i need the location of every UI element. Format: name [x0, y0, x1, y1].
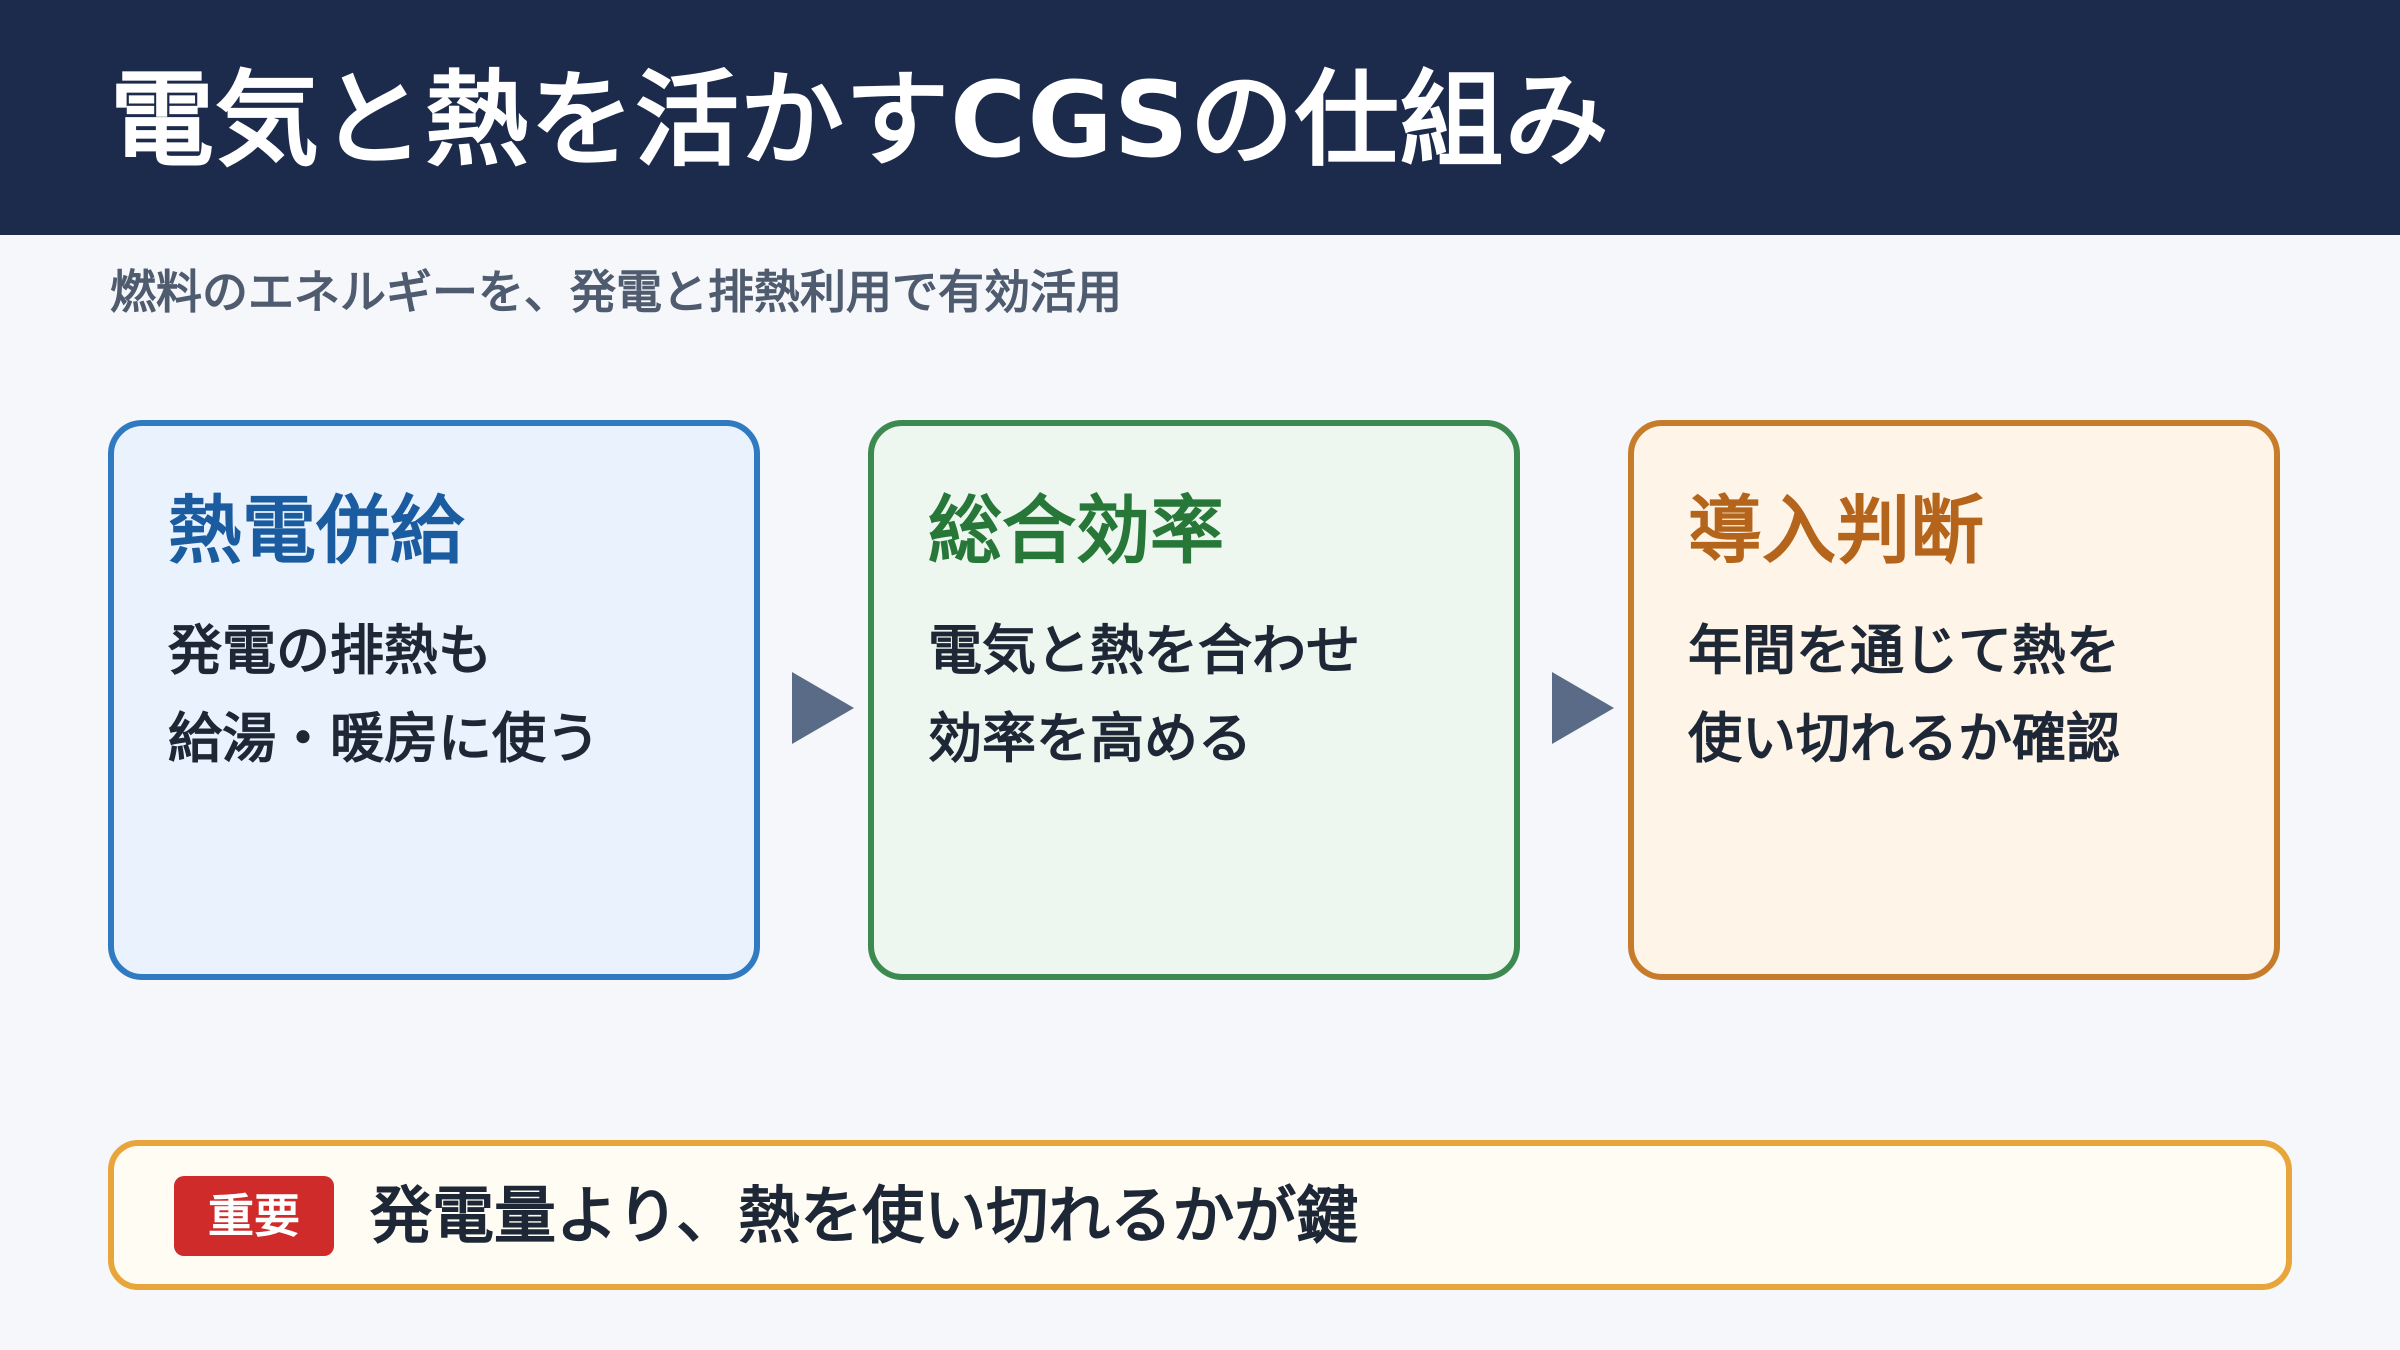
card-text-line: 電気と熱を合わせ: [928, 619, 1360, 682]
key-point-text: 発電量より、熱を使い切れるかが鍵: [370, 1179, 1359, 1252]
card-text-line: 給湯・暖房に使う: [168, 707, 600, 770]
card-text-line: 使い切れるか確認: [1688, 707, 2120, 770]
page-subtitle: 燃料のエネルギーを、発電と排熱利用で有効活用: [110, 265, 1122, 319]
card-adoption-decision: 導入判断 年間を通じて熱を 使い切れるか確認: [1628, 420, 2280, 980]
card-cogeneration: 熱電併給 発電の排熱も 給湯・暖房に使う: [108, 420, 760, 980]
card-title: 熱電併給: [168, 488, 464, 574]
important-badge: 重要: [174, 1176, 334, 1256]
page-title: 電気と熱を活かすCGSの仕組み: [110, 59, 1610, 181]
card-title: 総合効率: [928, 488, 1224, 574]
card-total-efficiency: 総合効率 電気と熱を合わせ 効率を高める: [868, 420, 1520, 980]
card-title: 導入判断: [1688, 488, 1984, 574]
arrow-right-icon: [792, 672, 854, 744]
arrow-right-icon: [1552, 672, 1614, 744]
card-text-line: 年間を通じて熱を: [1688, 619, 2120, 682]
key-point-box: 重要 発電量より、熱を使い切れるかが鍵: [108, 1140, 2292, 1290]
title-bar: 電気と熱を活かすCGSの仕組み: [0, 0, 2400, 235]
card-text-line: 効率を高める: [928, 707, 1252, 770]
card-text-line: 発電の排熱も: [168, 619, 492, 682]
